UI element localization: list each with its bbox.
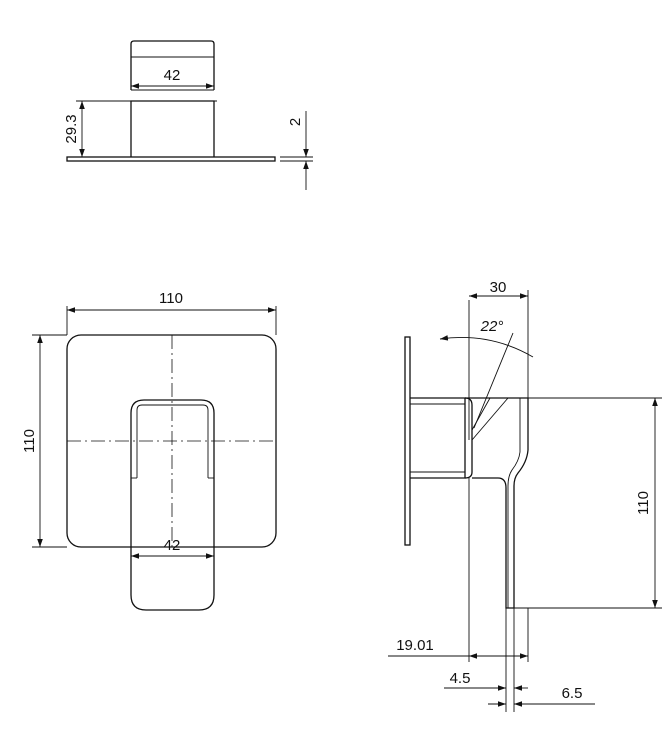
dim-top-plate-thickness-label: 2 [287, 118, 304, 126]
front-view-handle [130, 399, 215, 547]
side-view: 22° 30 110 19.01 4.5 6.5 [388, 279, 662, 712]
side-view-body [410, 397, 466, 479]
top-view-handle-top [130, 40, 215, 90]
angle-label: 22° [480, 318, 504, 335]
dim-side-offset-b-label: 4.5 [450, 670, 471, 687]
top-view: 42 29.3 2 [63, 40, 313, 190]
angle-arc [439, 335, 534, 358]
dim-side-offset-a-label: 19.01 [396, 637, 434, 654]
dim-side-depth-label: 30 [490, 279, 507, 296]
front-view: 110 110 42 [21, 290, 277, 611]
dim-front-handle-width-label: 42 [164, 537, 181, 554]
dim-side-height-label: 110 [635, 491, 652, 515]
dim-front-plate-height-label: 110 [21, 429, 38, 453]
dim-top-height-label: 29.3 [63, 114, 80, 143]
top-view-base-plate [66, 156, 276, 162]
dim-top-handle-width-label: 42 [164, 67, 181, 84]
dim-side-offset-c-label: 6.5 [562, 685, 583, 702]
front-view-handle-lower [130, 547, 215, 611]
dim-front-plate-width-label: 110 [159, 290, 183, 307]
side-view-wall-plate [404, 336, 411, 546]
side-view-lever [465, 397, 529, 609]
top-view-handle [130, 100, 215, 157]
